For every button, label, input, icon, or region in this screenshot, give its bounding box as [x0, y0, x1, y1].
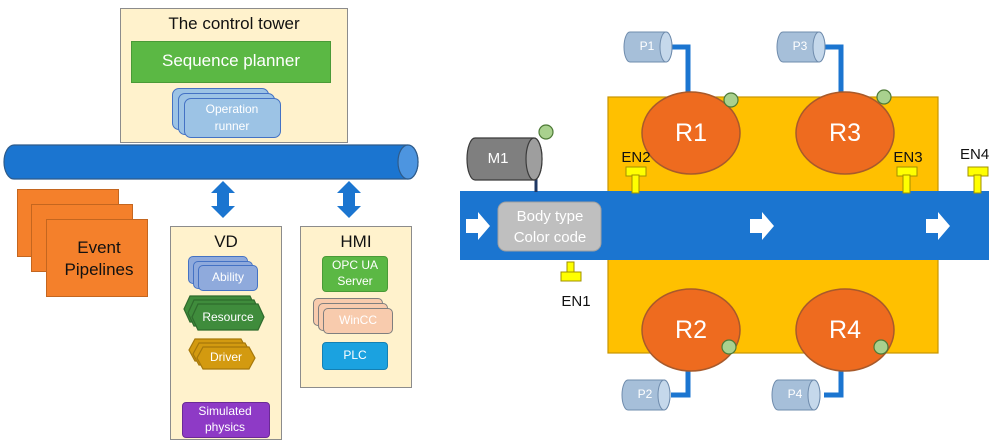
plc-box [322, 342, 388, 370]
sensor-en4 [967, 166, 989, 194]
pump-p3-connector [824, 44, 844, 97]
motor-end [525, 137, 543, 181]
robot-r1 [641, 91, 741, 175]
robot-r3-label: R3 [829, 119, 861, 147]
conveyor-arrow-icon [750, 212, 774, 240]
driver-label: Driver [210, 350, 242, 364]
conveyor-arrow-icon [466, 212, 490, 240]
robot-r3 [795, 91, 895, 175]
operation-runner-card [184, 98, 281, 138]
wincc-label: WinCC [339, 313, 377, 327]
motor-sensor-dot [538, 124, 554, 140]
body-type-box [497, 201, 602, 252]
sensor-en1 [560, 261, 582, 282]
event-pipelines-label: Event Pipelines [64, 238, 134, 279]
production-cell-svg [460, 31, 989, 411]
sequence-planner-label: Sequence planner [161, 51, 300, 70]
ability-label: Ability [211, 270, 244, 284]
resource-label: Resource [202, 310, 254, 324]
robot-sensor-dot [721, 339, 737, 355]
driver-stack-svg [188, 338, 256, 370]
pump-p1-connector [671, 44, 691, 97]
sequence-planner-box [131, 41, 331, 83]
conveyor-arrow-icon [926, 212, 950, 240]
vd-title: VD [214, 232, 238, 251]
opc-ua-server-box [322, 256, 388, 292]
pump-p1-label: P1 [639, 39, 655, 53]
robot-sensor-dot [723, 92, 739, 108]
motor-label: M1 [487, 150, 509, 167]
sensor-en1-label: EN1 [561, 293, 591, 310]
opc-ua-server-label: OPC UA Server [331, 258, 378, 288]
resource-stack-svg [183, 295, 265, 331]
pump-p2-label: P2 [637, 387, 653, 401]
pump-p3-label: P3 [792, 39, 808, 53]
plc-label: PLC [343, 348, 367, 362]
event-bus-cylinder [3, 144, 419, 180]
simulated-physics-label: Simulated physics [198, 404, 252, 434]
robot-r4 [795, 288, 895, 372]
robot-r4-label: R4 [829, 316, 861, 344]
hmi-title: HMI [340, 232, 372, 251]
sensor-en2-label: EN2 [621, 149, 651, 166]
sensor-en3 [896, 166, 918, 194]
simulated-physics-box [182, 402, 270, 438]
body-type-label: Body type Color code [513, 208, 587, 246]
robot-sensor-dot [873, 339, 889, 355]
pump-p4-label: P4 [787, 387, 803, 401]
vd-double-arrow-icon [211, 181, 235, 218]
sensor-en3-label: EN3 [893, 149, 923, 166]
robot-sensor-dot [876, 89, 892, 105]
control-tower-title: The control tower [168, 14, 300, 33]
event-bus-cylinder-end [397, 144, 419, 180]
event-pipelines-box [46, 219, 148, 297]
robot-r1-label: R1 [675, 119, 707, 147]
wincc-card [323, 308, 393, 334]
robot-r2 [641, 288, 741, 372]
hmi-double-arrow-icon [337, 181, 361, 218]
operation-runner-label: Operation runner [205, 102, 259, 133]
sensor-en2 [625, 166, 647, 194]
ability-card [198, 265, 258, 291]
sensor-en4-label: EN4 [960, 146, 989, 163]
robot-r2-label: R2 [675, 316, 707, 344]
